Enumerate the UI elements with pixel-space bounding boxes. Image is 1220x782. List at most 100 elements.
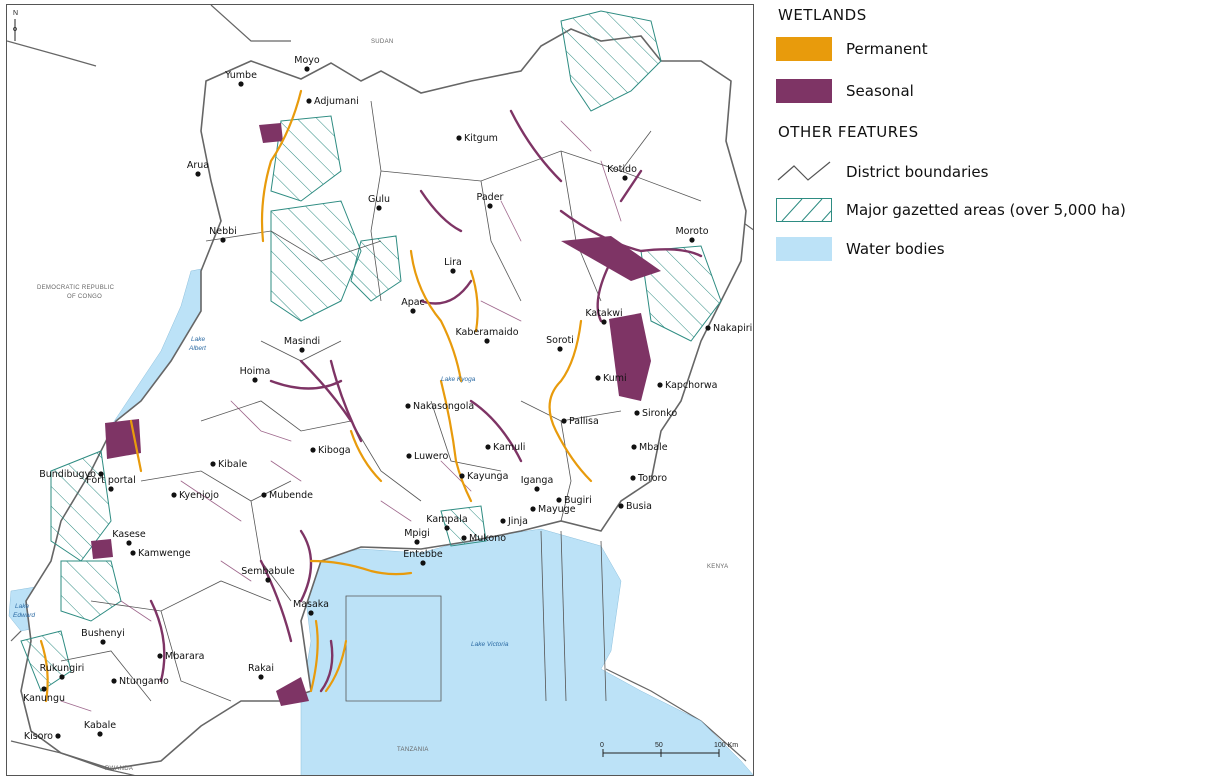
town-marker (534, 486, 540, 492)
label-lake-kyoga: Lake Kyoga (441, 376, 476, 383)
town-marker (210, 461, 216, 467)
town-label: Sironko (642, 408, 677, 419)
town-kabale: Kabale (84, 720, 116, 737)
town-label: Kasese (112, 529, 146, 540)
town-pader: Pader (477, 192, 504, 209)
town-marker (530, 506, 536, 512)
svg-text:N: N (13, 10, 18, 17)
town-label: Rakai (248, 663, 274, 674)
town-marker (601, 319, 607, 325)
town-marker (595, 375, 601, 381)
town-label: Tororo (637, 473, 667, 484)
town-label: Moyo (294, 55, 320, 66)
town-marker (657, 382, 663, 388)
town-label: Ntungamo (119, 676, 169, 687)
town-marker (561, 418, 567, 424)
town-kiboga: Kiboga (310, 445, 351, 456)
town-label: Arua (187, 160, 209, 171)
town-fort-portal: Fort portal (86, 475, 136, 492)
label-lake-albert-1: Lake (191, 336, 205, 343)
label-sudan: SUDAN (371, 39, 394, 45)
town-marker (252, 377, 258, 383)
town-marker (450, 268, 456, 274)
town-marker (556, 497, 562, 503)
label-lake-albert-2: Albert (188, 345, 207, 352)
town-marker (98, 471, 104, 477)
label-drc-2: OF CONGO (67, 294, 102, 300)
town-marker (111, 678, 117, 684)
town-pallisa: Pallisa (561, 416, 599, 427)
town-kanungu: Kanungu (23, 686, 65, 704)
town-marker (97, 731, 103, 737)
town-hoima: Hoima (240, 366, 270, 383)
town-kaberamaido: Kaberamaido (455, 327, 519, 344)
town-marker (195, 171, 201, 177)
label-lake-edward-1: Lake (15, 603, 29, 610)
town-marker (171, 492, 177, 498)
town-marker (157, 653, 163, 659)
town-marker (461, 535, 467, 541)
town-label: Kotido (607, 164, 637, 175)
town-luwero: Luwero (406, 451, 448, 462)
town-tororo: Tororo (630, 473, 667, 484)
town-mubende: Mubende (261, 490, 313, 501)
town-label: Sembabule (241, 566, 295, 577)
town-label: Entebbe (403, 549, 443, 560)
town-mbale: Mbale (631, 442, 668, 453)
town-label: Masindi (284, 336, 320, 347)
district-boundaries (60, 100, 702, 702)
town-label: Apac (401, 297, 425, 308)
town-label: Mbarara (165, 651, 205, 662)
town-mpigi: Mpigi (404, 528, 430, 545)
town-marker (631, 444, 637, 450)
town-marker (414, 539, 420, 545)
town-marker (310, 447, 316, 453)
uganda-wetlands-map: N SUDAN DEMOCRATIC REPUBLIC OF CONGO KEN… (6, 4, 754, 776)
town-moyo: Moyo (294, 55, 320, 72)
town-kayunga: Kayunga (459, 471, 508, 482)
town-marker (306, 98, 312, 104)
town-marker (304, 66, 310, 72)
town-label: Kanungu (23, 693, 65, 704)
town-label: Yumbe (224, 70, 257, 81)
town-kamwenge: Kamwenge (130, 548, 191, 559)
town-sembabule: Sembabule (241, 566, 295, 583)
town-label: Mubende (269, 490, 313, 501)
town-rakai: Rakai (248, 663, 274, 680)
seasonal-label: Seasonal (846, 82, 914, 100)
town-iganga: Iganga (521, 475, 553, 492)
town-marker (299, 347, 305, 353)
town-marker (100, 639, 106, 645)
town-label: Kibale (218, 459, 247, 470)
town-label: Fort portal (86, 475, 136, 486)
town-mukono: Mukono (461, 533, 506, 544)
town-marker (261, 492, 267, 498)
town-kasese: Kasese (112, 529, 146, 546)
town-label: Jinja (507, 516, 528, 527)
town-label: Mayuge (538, 504, 576, 515)
legend-wetlands-heading: WETLANDS (778, 6, 867, 24)
town-kumi: Kumi (595, 373, 627, 384)
town-marker (634, 410, 640, 416)
town-kampala: Kampala (426, 514, 468, 531)
district-boundary-label: District boundaries (846, 163, 989, 181)
town-label: Gulu (368, 194, 390, 205)
town-label: Mbale (639, 442, 668, 453)
permanent-wetlands (39, 89, 593, 703)
town-label: Pader (477, 192, 504, 203)
town-entebbe: Entebbe (403, 549, 443, 566)
town-label: Busia (626, 501, 652, 512)
town-label: Pallisa (569, 416, 599, 427)
town-marker (487, 203, 493, 209)
town-marker (41, 686, 47, 692)
town-katakwi: Katakwi (585, 308, 623, 325)
town-mbarara: Mbarara (157, 651, 205, 662)
town-label: Nakapiripirit (713, 323, 754, 334)
town-label: Lira (444, 257, 462, 268)
town-label: Katakwi (585, 308, 622, 319)
scale-bar: 0 50 100 Km (600, 742, 738, 757)
town-kisoro: Kisoro (24, 731, 61, 742)
gazetted-swatch (776, 198, 832, 222)
town-label: Soroti (546, 335, 574, 346)
